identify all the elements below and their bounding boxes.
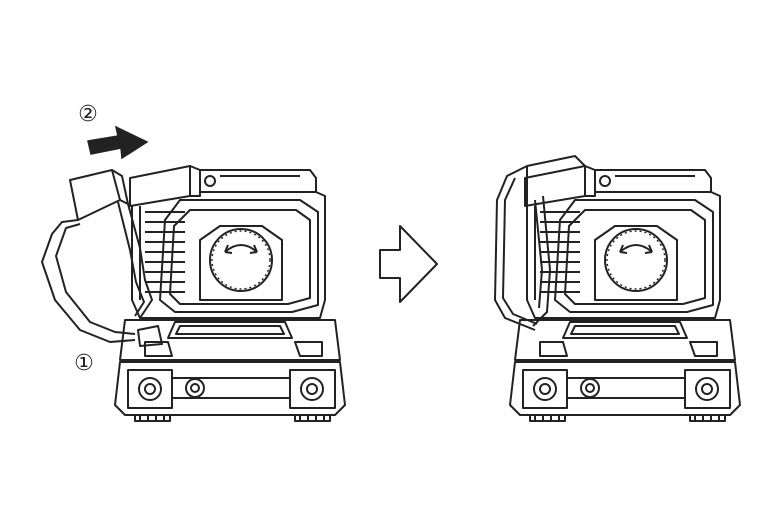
light-before-panel: ② ① <box>41 102 346 422</box>
lifted-handle <box>41 169 163 347</box>
rotary-dial-icon <box>209 228 273 292</box>
rotary-dial-icon <box>604 228 668 292</box>
hollow-right-arrow-icon <box>379 225 438 303</box>
step-1-marker: ① <box>74 351 94 376</box>
light-after-panel <box>494 155 741 422</box>
folded-handle <box>494 155 586 331</box>
step-2-marker: ② <box>78 102 98 127</box>
thick-right-arrow-icon <box>87 125 149 160</box>
